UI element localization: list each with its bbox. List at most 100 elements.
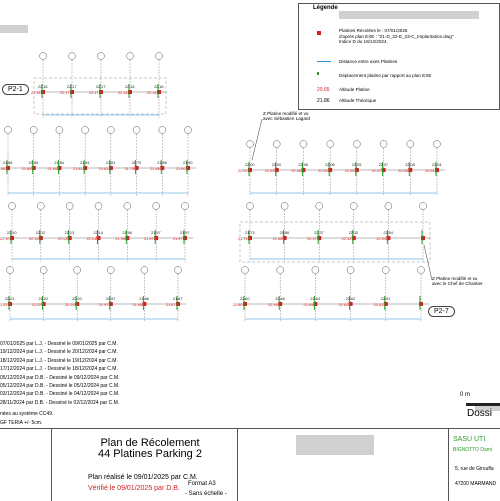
row2-altitude-label: 21.79	[125, 167, 135, 171]
dossier-label: Dossi	[467, 408, 493, 419]
row2-theoretical-label: 21.79	[132, 161, 142, 165]
row4r-theoretical-label: 22.46	[275, 297, 285, 301]
row2-plate	[6, 166, 10, 170]
legend-panel: Légende Platines Récolées le : 07/01/202…	[298, 3, 500, 110]
row3r-axis-bubble	[384, 202, 393, 210]
revision-entry: 05/12/2024 par D.B. - Dessiné le 09/12/2…	[0, 374, 120, 381]
row2-theoretical-label: 21.90	[183, 161, 193, 165]
row3r-altitude-label: 22.54	[376, 237, 386, 241]
row4-theoretical-label: 22.20	[72, 297, 82, 301]
row3-theoretical-label: 22.12	[36, 231, 46, 235]
row4-altitude-label: 22.22	[32, 303, 42, 307]
row4-altitude-label: 22.20	[65, 303, 75, 307]
row3r-theoretical-label: 21.73	[245, 231, 255, 235]
row1-theoretical-label: 22.17	[96, 85, 106, 89]
row2-plate	[31, 166, 36, 170]
row4-theoretical-label: 21.97	[106, 297, 116, 301]
row1-plate	[128, 90, 132, 94]
row3r-theoretical-label: 22.54	[383, 231, 393, 235]
row2-theoretical-label: 21.81	[106, 161, 116, 165]
row3-altitude-label: 22.12	[29, 237, 39, 241]
row1-altitude-label: 22.18	[147, 91, 157, 95]
row4-plate	[108, 302, 113, 306]
row3-theoretical-label: 22.10	[7, 231, 17, 235]
row3r-plate	[317, 236, 322, 240]
row4-altitude-label: 22.21	[0, 303, 8, 307]
revision-entry: 05/12/2024 par D.B. - Dessiné le 05/12/2…	[0, 383, 120, 389]
row2r-altitude-label: 22.06	[318, 169, 328, 173]
row3-altitude-label: 22.14	[87, 237, 97, 241]
row2-plate	[134, 166, 139, 170]
scale-bar	[466, 403, 500, 406]
row4r-plate	[348, 302, 353, 306]
row4-altitude-label: 21.87	[166, 303, 176, 307]
company-name: SASU UTI	[453, 436, 486, 443]
row3-axis-bubble	[123, 202, 132, 210]
row2r-axis-bubble	[379, 140, 388, 148]
row3r-theoretical-label: 21.86	[280, 231, 290, 235]
annotation-lagard: Z Platine modifié et vu avec Sébastien L…	[263, 111, 310, 121]
row3r-plate	[386, 236, 391, 240]
zone-p2-7-outline	[239, 221, 431, 263]
row3r-plate	[248, 236, 252, 240]
row2-axis-bubble	[29, 126, 38, 134]
zone-badge-p2-1: P2-1	[2, 84, 29, 95]
row3-altitude-label: 21.97	[173, 237, 183, 241]
row2r-theoretical-label: 22.00	[245, 163, 255, 167]
row4r-axis-bubble	[241, 266, 249, 274]
row4r-axis-bubble	[276, 266, 284, 274]
row3r-plate	[421, 236, 425, 240]
legend-altitude-swatch: 20.65	[317, 87, 330, 93]
row4-axis-bubble	[174, 266, 182, 274]
row3r-axis-bubble	[350, 202, 358, 210]
legend-plate-swatch	[317, 31, 321, 35]
revision-entry: 03/12/2024 par D.B. - Dessiné le 04/12/2…	[0, 391, 120, 398]
row2r-altitude-label: 22.00	[265, 169, 275, 173]
row4-axis-bubble	[6, 266, 14, 274]
row2r-theoretical-label: 22.04	[432, 163, 442, 167]
row2r-axis-bubble	[272, 140, 281, 148]
row4r-plate	[313, 302, 318, 306]
row2-axis-bubble	[55, 126, 64, 134]
legend-offset-swatch	[317, 72, 329, 75]
row1-theoretical-label: 22.18	[154, 85, 164, 89]
row4r-theoretical-label: 22.62	[346, 297, 356, 301]
row2r-axis-bubble	[299, 140, 308, 148]
row3-axis-bubble	[152, 202, 160, 210]
row4-axis-bubble	[39, 266, 48, 274]
plan-title-line1: Plan de Récolement	[100, 437, 200, 449]
row1-theoretical-label: 22.17	[67, 85, 77, 89]
row3r-axis-bubble	[246, 202, 254, 210]
plan-title: Plan de Récolement 44 Platines Parking 2	[60, 438, 240, 460]
row2-theoretical-label: 21.81	[80, 161, 90, 165]
row3r-plate	[282, 236, 287, 240]
made-by-label: Plan réalisé le 09/01/2025 par C.M.	[88, 474, 198, 481]
row3-axis-bubble	[8, 202, 16, 210]
row2r-theoretical-label: 22.06	[298, 163, 308, 167]
row4r-plate	[383, 302, 388, 306]
format-label: Format A3	[188, 481, 216, 487]
scale-label: 0 m	[460, 392, 471, 398]
checked-by-label: Vérifié le 09/01/2025 par D.B.	[88, 485, 180, 492]
legend-item-platines: Platines Récolées le : 07/01/2025 d'aprè…	[339, 28, 454, 45]
row3r-theoretical-label: 22.32	[349, 231, 359, 235]
tb-divider-right	[448, 429, 449, 501]
row2r-plate	[274, 168, 279, 172]
row4r-altitude-label: 22.60	[233, 303, 243, 307]
row2r-plate	[248, 168, 252, 172]
row2r-axis-bubble	[353, 140, 361, 148]
row4-plate	[142, 302, 147, 306]
row3-plate	[154, 236, 159, 240]
row1-theoretical-label: 22.18	[125, 85, 135, 89]
row2-plate	[108, 166, 113, 170]
row4r-theoretical-label: 22.60	[240, 297, 250, 301]
row1-altitude-label: 22.17	[60, 91, 70, 95]
row2r-altitude-label: 22.06	[291, 169, 301, 173]
row3-theoretical-label: 21.97	[180, 231, 190, 235]
plan-title-line2: 44 Platines Parking 2	[98, 448, 202, 460]
legend-item-altitude: Altitude Platine	[339, 87, 370, 92]
row2r-axis-bubble	[433, 140, 441, 148]
row4r-axis-bubble	[417, 266, 425, 274]
tb-divider-left	[51, 429, 52, 501]
